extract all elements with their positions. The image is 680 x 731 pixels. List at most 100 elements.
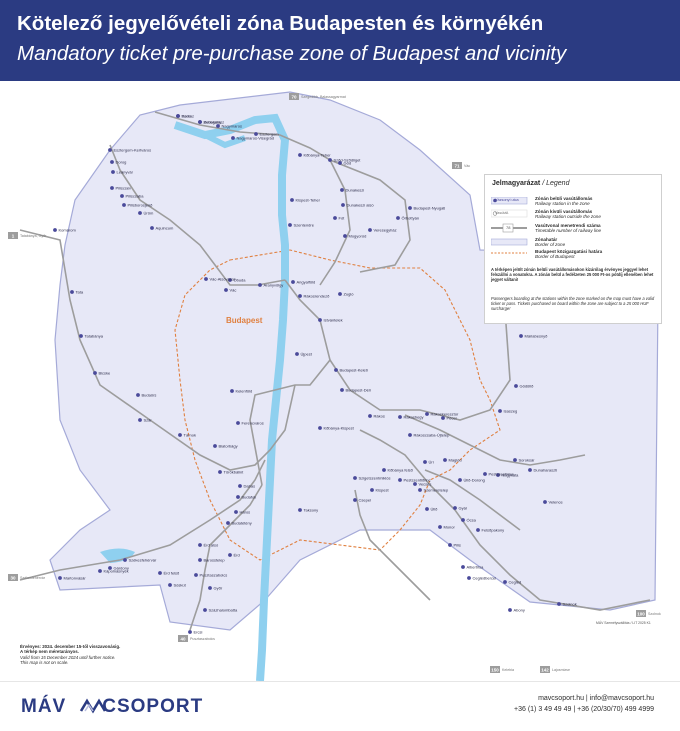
station-marker[interactable] bbox=[108, 148, 112, 152]
station-marker[interactable] bbox=[258, 283, 262, 287]
station-marker[interactable] bbox=[93, 371, 97, 375]
station-marker[interactable] bbox=[108, 566, 112, 570]
station-marker[interactable] bbox=[334, 368, 338, 372]
station-marker[interactable] bbox=[461, 565, 465, 569]
station-marker[interactable] bbox=[461, 518, 465, 522]
contact-phone[interactable]: +36 (1) 3 49 49 49 | +36 (20/30/70) 499 … bbox=[514, 706, 654, 713]
station-marker[interactable] bbox=[441, 416, 445, 420]
station-marker[interactable] bbox=[408, 433, 412, 437]
station-marker[interactable] bbox=[110, 186, 114, 190]
station-marker[interactable] bbox=[476, 528, 480, 532]
station-marker[interactable] bbox=[328, 158, 332, 162]
station-marker[interactable] bbox=[353, 498, 357, 502]
station-marker[interactable] bbox=[338, 292, 342, 296]
station-marker[interactable] bbox=[408, 206, 412, 210]
station-marker[interactable] bbox=[236, 421, 240, 425]
station-marker[interactable] bbox=[513, 458, 517, 462]
station-marker[interactable] bbox=[318, 426, 322, 430]
station-marker[interactable] bbox=[425, 507, 429, 511]
station-marker[interactable] bbox=[318, 318, 322, 322]
station-marker[interactable] bbox=[467, 576, 471, 580]
station-marker[interactable] bbox=[503, 580, 507, 584]
station-marker[interactable] bbox=[298, 508, 302, 512]
station-marker[interactable] bbox=[79, 334, 83, 338]
station-marker[interactable] bbox=[203, 608, 207, 612]
station-marker[interactable] bbox=[423, 460, 427, 464]
station-marker[interactable] bbox=[254, 132, 258, 136]
station-marker[interactable] bbox=[353, 476, 357, 480]
station-marker[interactable] bbox=[136, 393, 140, 397]
station-marker[interactable] bbox=[438, 525, 442, 529]
station-marker[interactable] bbox=[208, 586, 212, 590]
station-marker[interactable] bbox=[213, 444, 217, 448]
station-marker[interactable] bbox=[228, 278, 232, 282]
station-marker[interactable] bbox=[333, 216, 337, 220]
station-marker[interactable] bbox=[418, 488, 422, 492]
station-marker[interactable] bbox=[224, 288, 228, 292]
station-marker[interactable] bbox=[508, 608, 512, 612]
station-marker[interactable] bbox=[231, 136, 235, 140]
station-marker[interactable] bbox=[198, 558, 202, 562]
station-marker[interactable] bbox=[168, 583, 172, 587]
station-marker[interactable] bbox=[443, 458, 447, 462]
station-marker[interactable] bbox=[396, 216, 400, 220]
station-marker[interactable] bbox=[120, 194, 124, 198]
station-marker[interactable] bbox=[295, 352, 299, 356]
station-marker[interactable] bbox=[557, 602, 561, 606]
station-marker[interactable] bbox=[340, 388, 344, 392]
station-marker[interactable] bbox=[496, 473, 500, 477]
station-marker[interactable] bbox=[204, 277, 208, 281]
station-marker[interactable] bbox=[514, 384, 518, 388]
station-marker[interactable] bbox=[288, 223, 292, 227]
station-marker[interactable] bbox=[188, 630, 192, 634]
contact-web-email[interactable]: mavcsoport.hu | info@mavcsoport.hu bbox=[538, 695, 654, 702]
station-marker[interactable] bbox=[290, 198, 294, 202]
station-marker[interactable] bbox=[53, 228, 57, 232]
station-marker[interactable] bbox=[111, 170, 115, 174]
station-marker[interactable] bbox=[234, 510, 238, 514]
station-marker[interactable] bbox=[398, 415, 402, 419]
station-marker[interactable] bbox=[448, 543, 452, 547]
station-marker[interactable] bbox=[110, 160, 114, 164]
station-marker[interactable] bbox=[298, 294, 302, 298]
station-marker[interactable] bbox=[138, 418, 142, 422]
station-marker[interactable] bbox=[398, 478, 402, 482]
station-marker[interactable] bbox=[425, 412, 429, 416]
station-marker[interactable] bbox=[543, 500, 547, 504]
station-marker[interactable] bbox=[122, 203, 126, 207]
station-marker[interactable] bbox=[216, 124, 220, 128]
station-marker[interactable] bbox=[236, 495, 240, 499]
station-marker[interactable] bbox=[343, 234, 347, 238]
station-marker[interactable] bbox=[198, 543, 202, 547]
station-marker[interactable] bbox=[228, 553, 232, 557]
station-marker[interactable] bbox=[218, 470, 222, 474]
station-marker[interactable] bbox=[98, 569, 102, 573]
station-marker[interactable] bbox=[519, 334, 523, 338]
station-marker[interactable] bbox=[483, 472, 487, 476]
station-marker[interactable] bbox=[198, 120, 202, 124]
station-marker[interactable] bbox=[498, 409, 502, 413]
station-marker[interactable] bbox=[178, 433, 182, 437]
zone-map[interactable]: Budapest SzobZebegényNagymarosNagymaros-… bbox=[0, 81, 680, 682]
station-marker[interactable] bbox=[298, 153, 302, 157]
station-marker[interactable] bbox=[528, 468, 532, 472]
station-marker[interactable] bbox=[226, 521, 230, 525]
station-marker[interactable] bbox=[123, 558, 127, 562]
station-marker[interactable] bbox=[368, 414, 372, 418]
station-marker[interactable] bbox=[338, 161, 342, 165]
station-marker[interactable] bbox=[70, 290, 74, 294]
station-marker[interactable] bbox=[194, 573, 198, 577]
station-marker[interactable] bbox=[291, 280, 295, 284]
station-marker[interactable] bbox=[370, 488, 374, 492]
station-marker[interactable] bbox=[176, 114, 180, 118]
station-marker[interactable] bbox=[230, 389, 234, 393]
station-marker[interactable] bbox=[453, 506, 457, 510]
station-marker[interactable] bbox=[158, 571, 162, 575]
station-marker[interactable] bbox=[238, 484, 242, 488]
station-marker[interactable] bbox=[150, 226, 154, 230]
station-marker[interactable] bbox=[341, 203, 345, 207]
station-marker[interactable] bbox=[340, 188, 344, 192]
station-marker[interactable] bbox=[58, 576, 62, 580]
